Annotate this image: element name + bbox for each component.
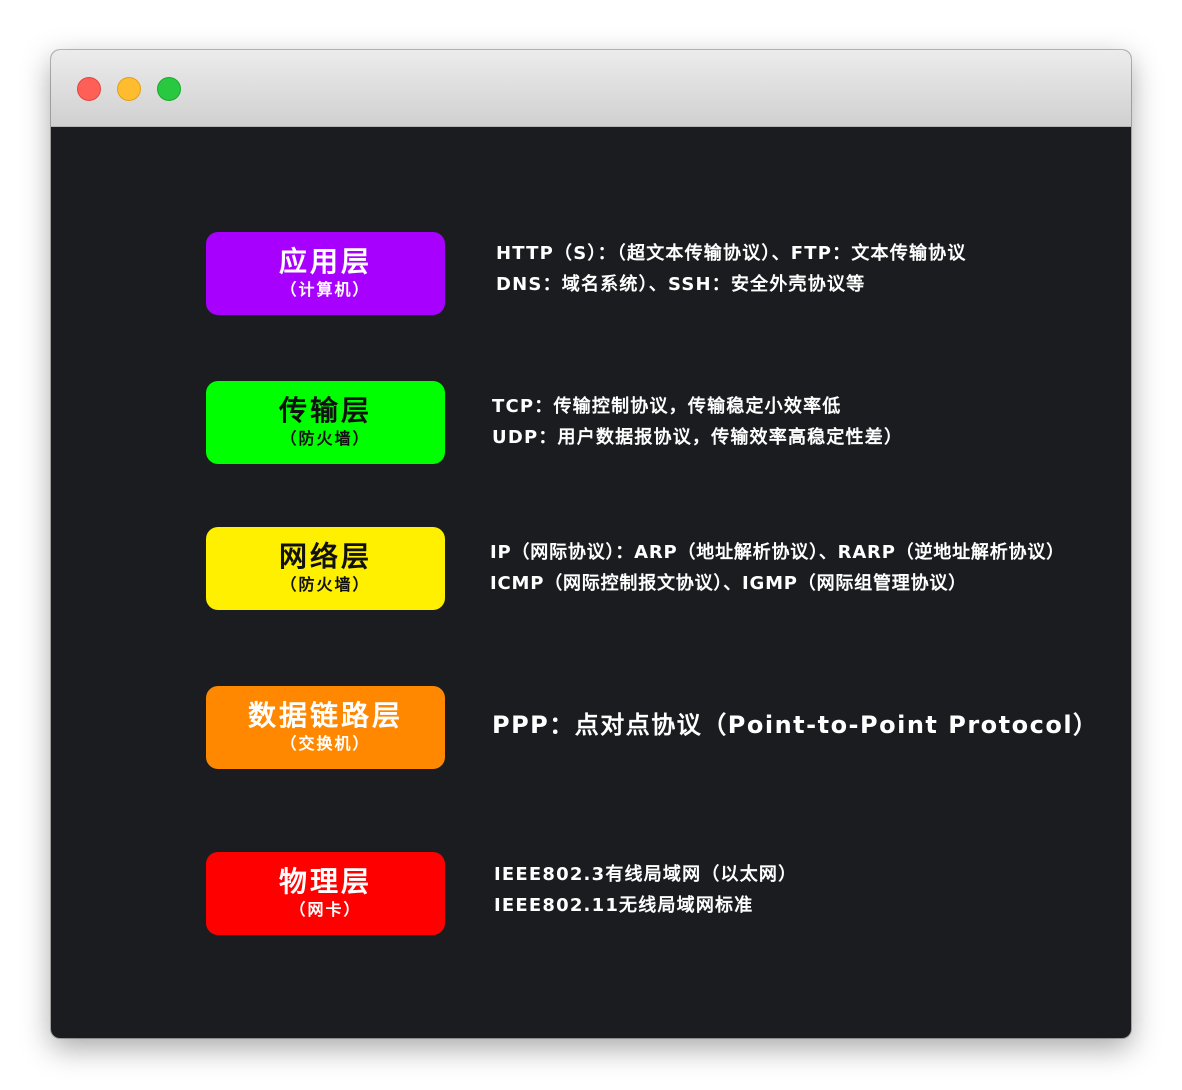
physical-layer-description: IEEE802.3有线局域网（以太网） IEEE802.11无线局域网标准 — [494, 859, 797, 921]
datalink-layer-device: （交换机） — [280, 733, 371, 753]
physical-layer-line-1: IEEE802.3有线局域网（以太网） — [494, 864, 798, 885]
zoom-button[interactable] — [157, 77, 181, 101]
application-layer-device: （计算机） — [280, 279, 371, 299]
app-window: 应用层 （计算机） HTTP（S）：（超文本传输协议）、FTP：文本传输协议 D… — [51, 50, 1131, 1038]
application-layer-name: 应用层 — [278, 244, 372, 278]
transport-layer-device: （防火墙） — [280, 428, 371, 448]
physical-layer-device: （网卡） — [289, 899, 362, 919]
close-button[interactable] — [77, 77, 101, 101]
transport-layer-description: TCP：传输控制协议，传输稳定小效率低 UDP：用户数据报协议，传输效率高稳定性… — [492, 391, 903, 453]
title-bar — [51, 50, 1131, 127]
datalink-layer-line-1: PPP：点对点协议（Point-to-Point Protocol） — [492, 711, 1099, 739]
transport-layer-line-2: UDP：用户数据报协议，传输效率高稳定性差） — [492, 427, 904, 448]
application-layer-line-2: DNS：域名系统）、SSH：安全外壳协议等 — [496, 274, 866, 295]
network-layer-name: 网络层 — [278, 539, 372, 573]
minimize-button[interactable] — [117, 77, 141, 101]
network-layer-line-1: IP（网际协议）：ARP（地址解析协议）、RARP（逆地址解析协议） — [490, 542, 1065, 563]
network-layer-description: IP（网际协议）：ARP（地址解析协议）、RARP（逆地址解析协议） ICMP（… — [490, 537, 1065, 599]
transport-layer-line-1: TCP：传输控制协议，传输稳定小效率低 — [492, 396, 842, 417]
physical-layer-line-2: IEEE802.11无线局域网标准 — [494, 895, 754, 916]
application-layer-line-1: HTTP（S）：（超文本传输协议）、FTP：文本传输协议 — [496, 243, 967, 264]
network-layer-device: （防火墙） — [280, 574, 371, 594]
datalink-layer-description: PPP：点对点协议（Point-to-Point Protocol） — [492, 709, 1099, 741]
datalink-layer-badge: 数据链路层 （交换机） — [206, 686, 445, 769]
transport-layer-name: 传输层 — [278, 393, 372, 427]
network-layers-diagram: 应用层 （计算机） HTTP（S）：（超文本传输协议）、FTP：文本传输协议 D… — [51, 127, 1131, 1038]
transport-layer-badge: 传输层 （防火墙） — [206, 381, 445, 464]
application-layer-badge: 应用层 （计算机） — [206, 232, 445, 315]
datalink-layer-name: 数据链路层 — [247, 698, 403, 732]
application-layer-description: HTTP（S）：（超文本传输协议）、FTP：文本传输协议 DNS：域名系统）、S… — [496, 238, 967, 300]
network-layer-badge: 网络层 （防火墙） — [206, 527, 445, 610]
physical-layer-badge: 物理层 （网卡） — [206, 852, 445, 935]
network-layer-line-2: ICMP（网际控制报文协议）、IGMP（网际组管理协议） — [490, 573, 967, 594]
physical-layer-name: 物理层 — [278, 864, 372, 898]
